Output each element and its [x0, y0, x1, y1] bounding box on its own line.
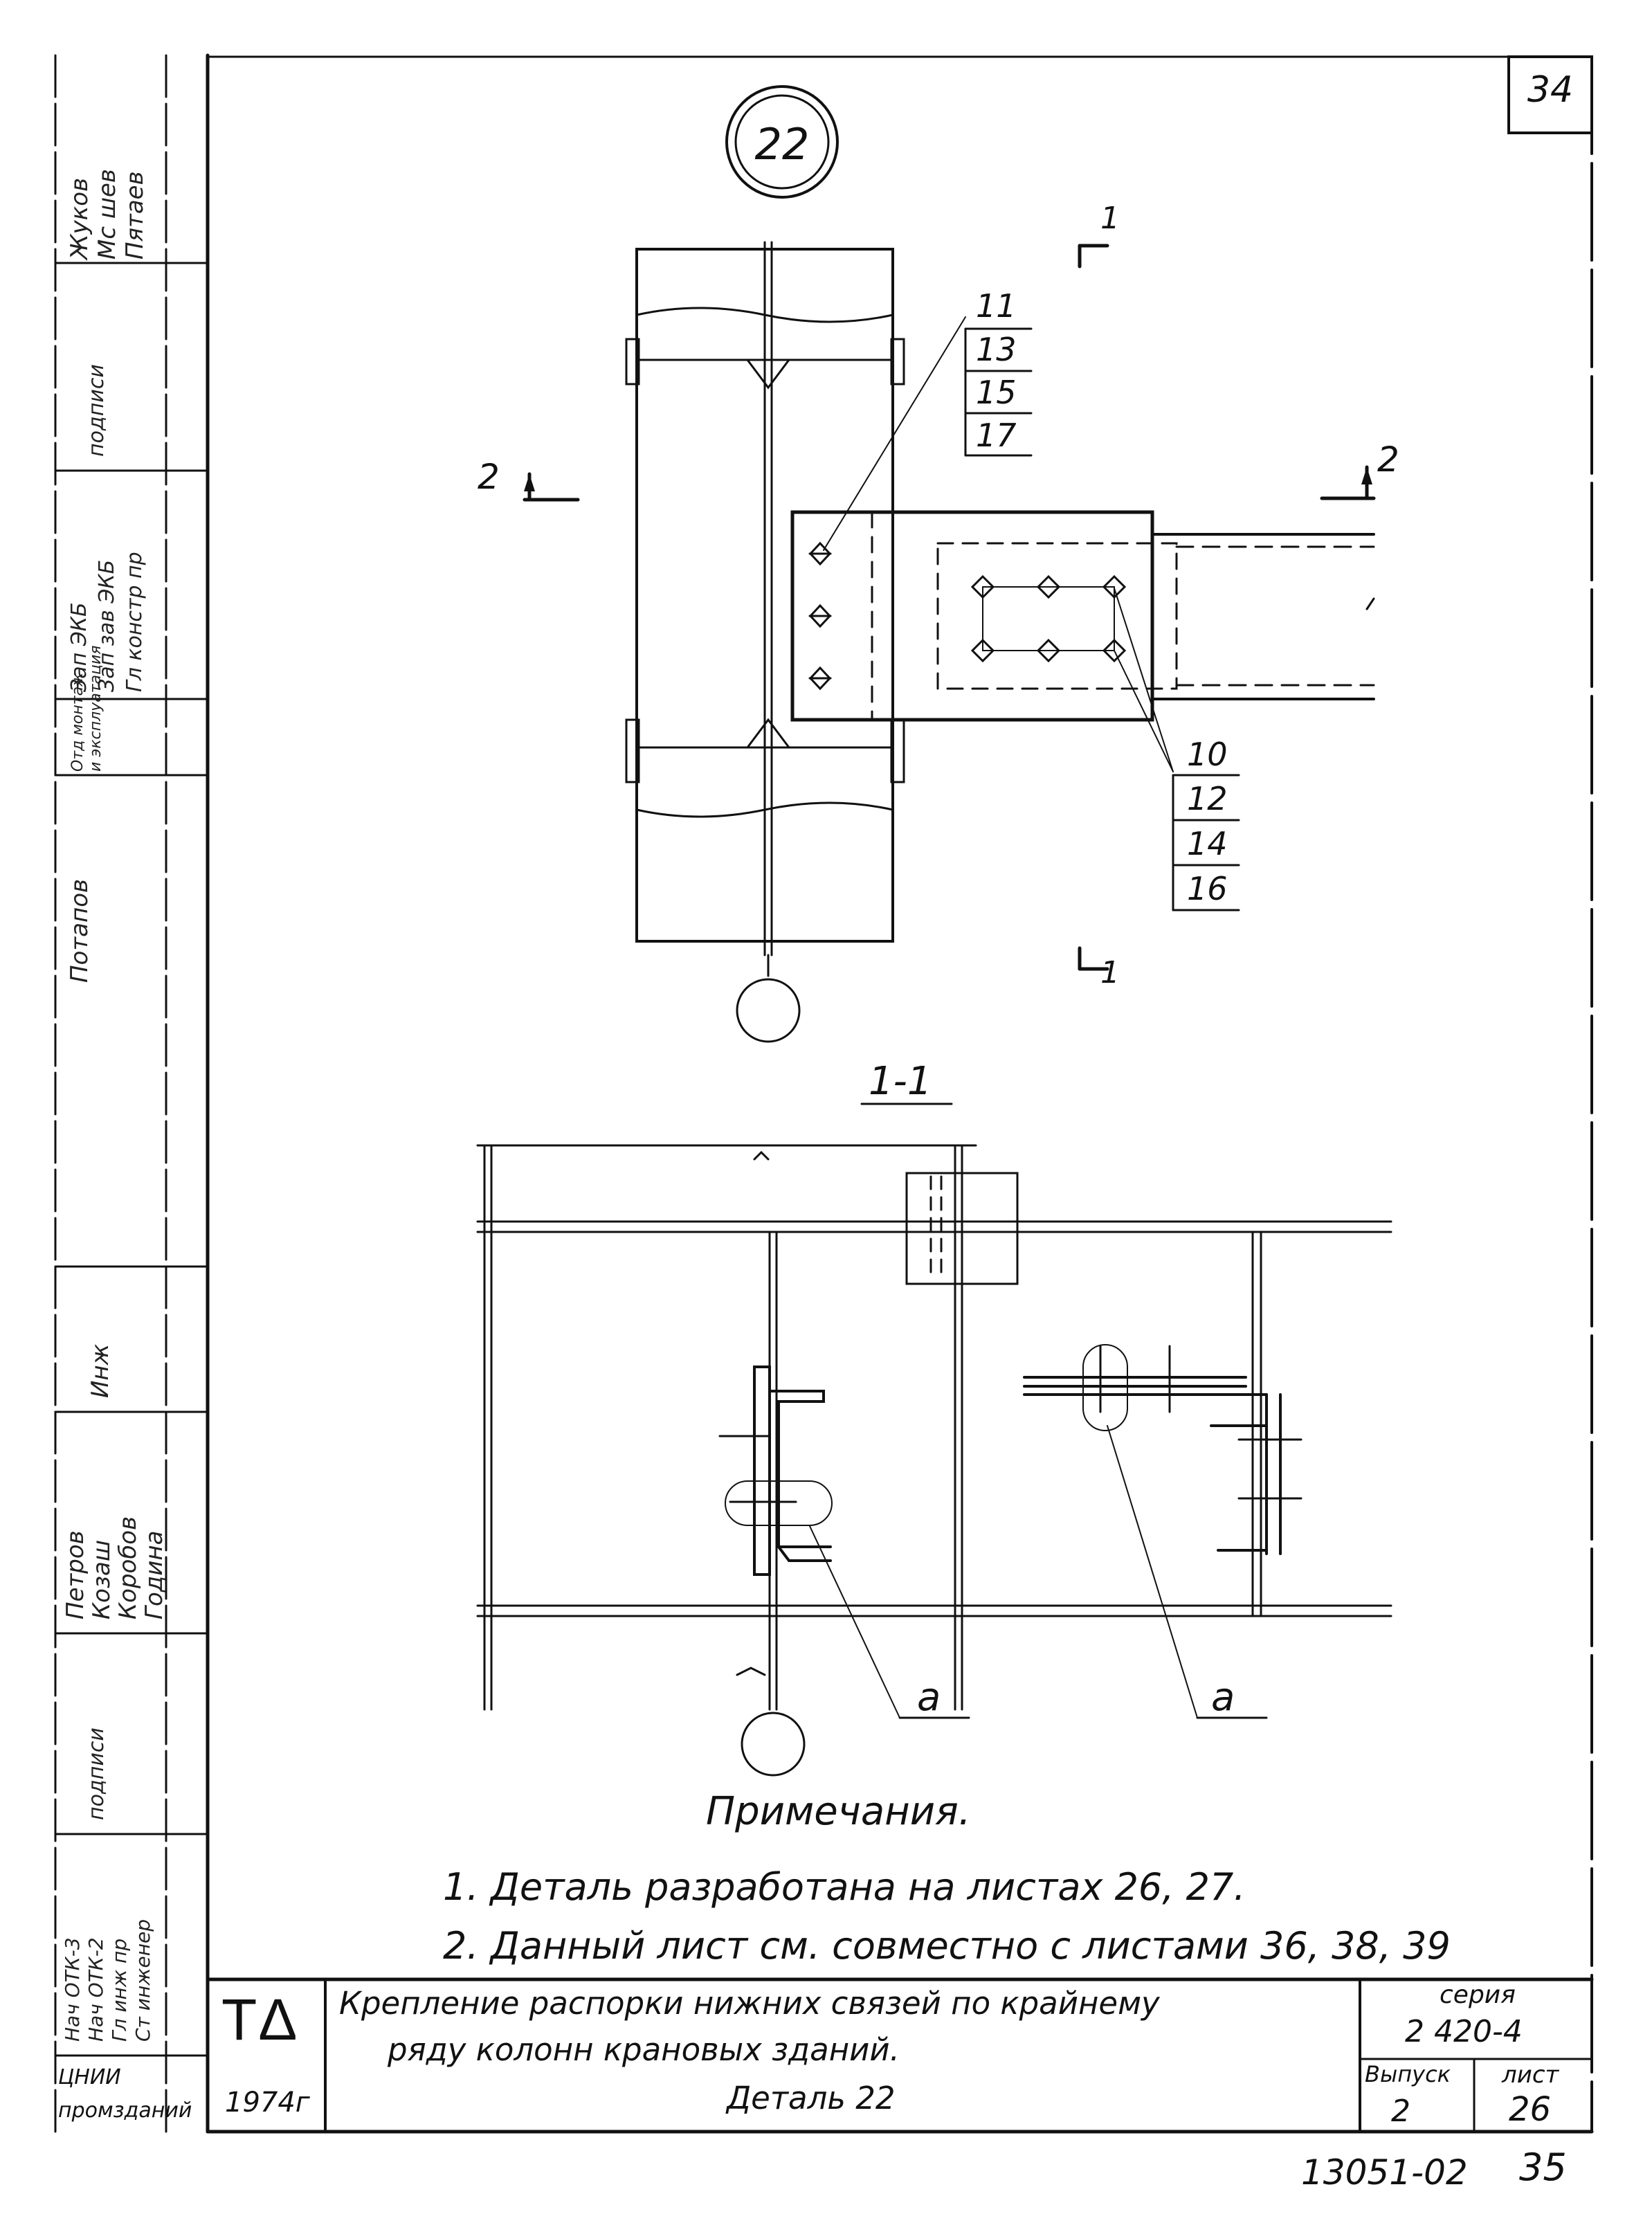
sheet-corner-number: 34 [1527, 69, 1574, 111]
stamp-cell-7: Петров Козаш Коробов Година [62, 1516, 168, 1619]
bolt-group-grid [970, 574, 1127, 663]
left-angle [718, 1365, 833, 1576]
detail-marker-label: 22 [754, 119, 810, 170]
part-ref-12: 12 [1187, 780, 1228, 817]
part-ref-10: 10 [1187, 736, 1228, 773]
section-mark-1-bottom: 1 [1100, 955, 1120, 990]
title-line-3: Деталь 22 [727, 2080, 896, 2116]
callout-a-left: a [917, 1675, 941, 1720]
stamp-cell-2: подписи [84, 364, 109, 457]
issue-value: 2 [1391, 2094, 1410, 2129]
stamp-cell-4: Отд монтаж и эксплуатация [69, 645, 105, 772]
part-ref-14: 14 [1187, 825, 1228, 862]
issue-label: Выпуск [1365, 2061, 1451, 2087]
section-title: 1-1 [869, 1059, 932, 1104]
title-year: 1974г [225, 2087, 310, 2118]
axis-bubble-bottom [741, 1712, 806, 1777]
org-logo: ТΔ [221, 1987, 299, 2052]
strut-dashed-outline [936, 542, 1178, 690]
right-angle [1023, 1344, 1302, 1555]
title-line-2: ряду колонн крановых зданий. [388, 2031, 900, 2068]
part-ref-13: 13 [976, 331, 1017, 368]
title-line-1: Крепление распорки нижних связей по край… [339, 1985, 1160, 2022]
detail-marker-inner [734, 94, 830, 190]
sheet-value: 26 [1509, 2090, 1552, 2129]
bottom-document-id: 13051-02 [1301, 2152, 1468, 2193]
section-mark-2-right: 2 [1377, 439, 1399, 480]
detail-marker-outer [725, 85, 839, 199]
page-number: 35 [1519, 2145, 1567, 2189]
part-ref-11: 11 [976, 287, 1017, 325]
gusset-plate [790, 510, 1154, 722]
section-mark-1-top: 1 [1100, 201, 1120, 236]
notes-heading: Примечания. [706, 1789, 971, 1834]
plan-column [625, 241, 905, 1043]
note-item-1: 1. Деталь разработана на листах 26, 27. [443, 1865, 1246, 1909]
series-label: серия [1440, 1981, 1516, 2009]
stamp-cell-5: Потапов [66, 878, 93, 983]
series-value: 2 420-4 [1405, 2014, 1523, 2049]
corner-number-box [1507, 55, 1593, 134]
part-ref-17: 17 [976, 417, 1017, 454]
bolt-group-left [808, 541, 832, 691]
stamp-org: ЦНИИ промзданий [58, 2065, 192, 2123]
section-mark-2-left: 2 [478, 457, 500, 497]
part-ref-16: 16 [1187, 870, 1228, 907]
stamp-cell-8: подписи [84, 1727, 109, 1820]
section-view [476, 1144, 1392, 1777]
stamp-cell-9: Нач ОТК-3 Нач ОТК-2 Гл инж пр Ст инженер [61, 1918, 154, 2042]
stamp-cell-1: Жуков Мс шев Пятаев [66, 169, 149, 260]
sheet-label: лист [1502, 2061, 1559, 2089]
callout-a-right: a [1211, 1675, 1235, 1720]
part-ref-15: 15 [976, 374, 1017, 411]
note-item-2: 2. Данный лист см. совместно с листами 3… [443, 1924, 1451, 1968]
stamp-cell-6: Инж [87, 1343, 114, 1398]
axis-bubble-top [736, 978, 801, 1043]
